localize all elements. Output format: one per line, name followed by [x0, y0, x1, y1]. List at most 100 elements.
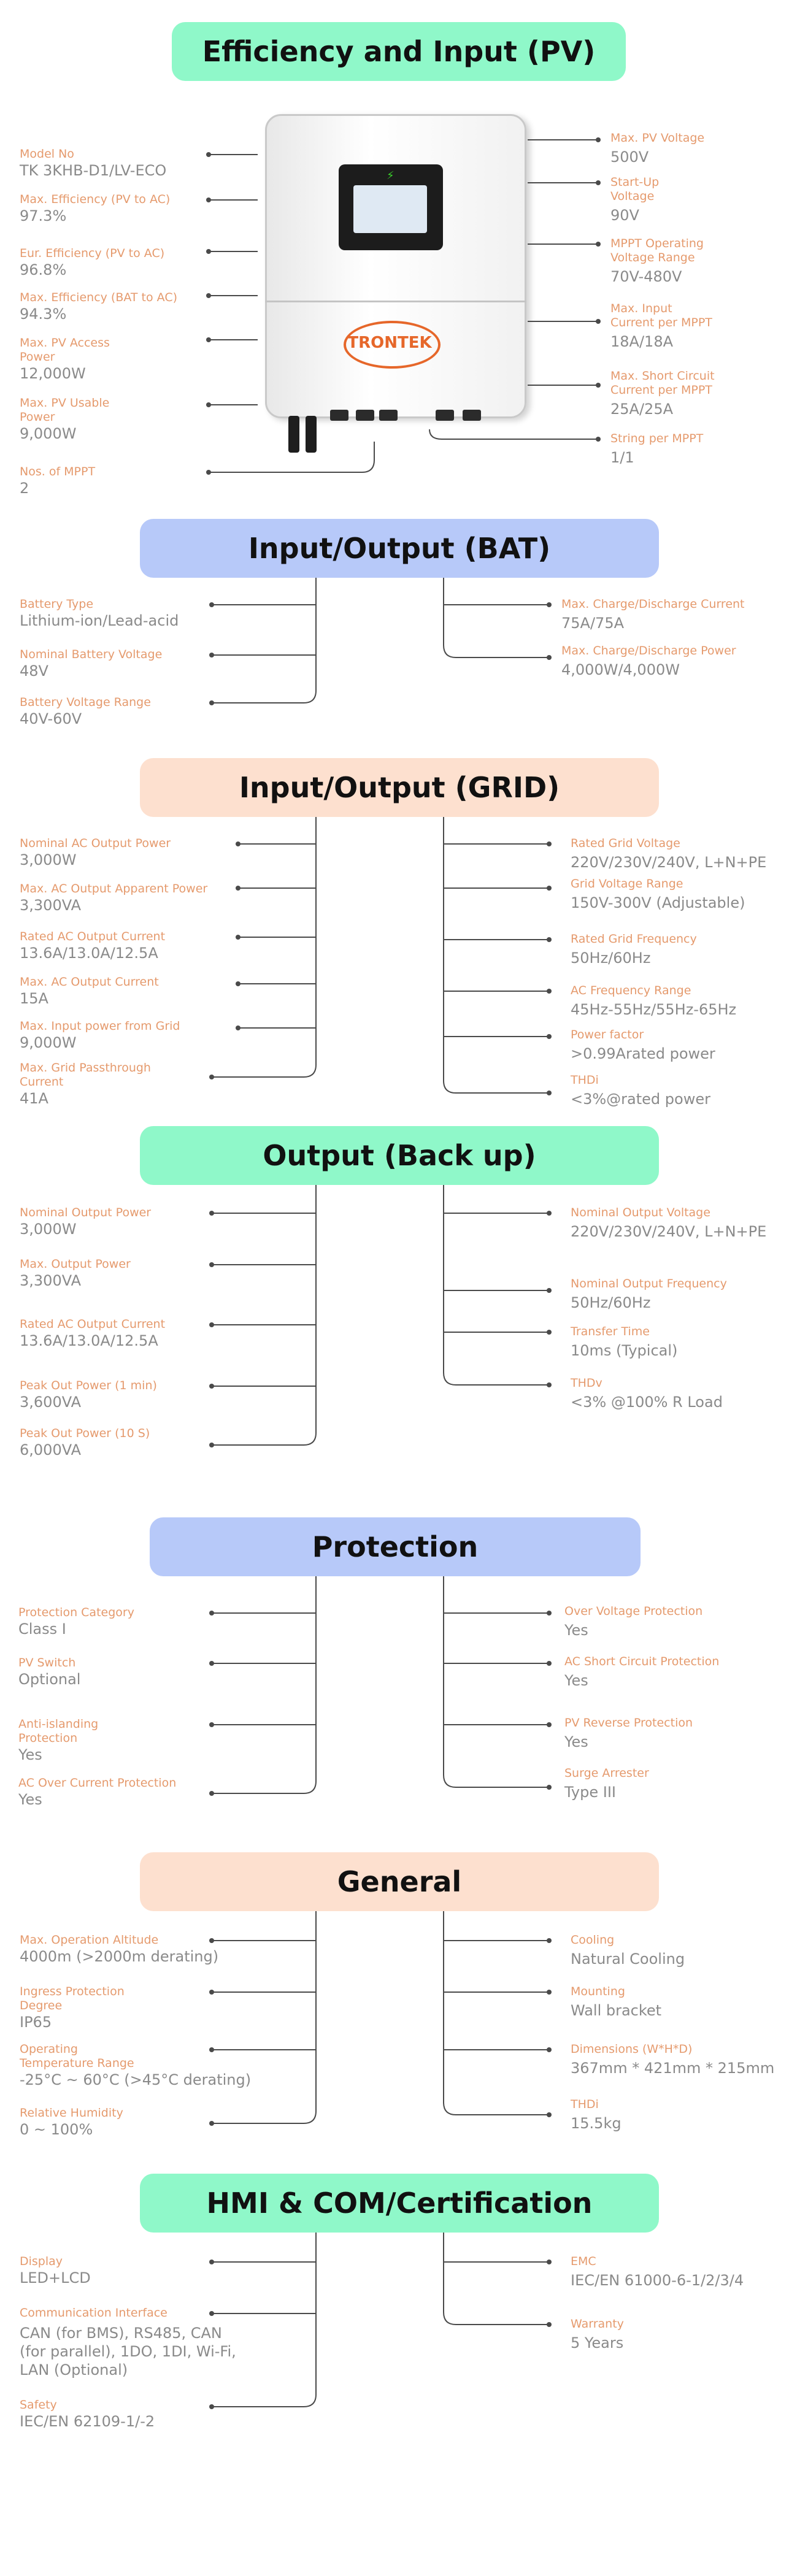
spec-ac-frequency-range: AC Frequency Range 45Hz-55Hz/55Hz-65Hz	[571, 984, 736, 1019]
spec-label: Max. Input Current per MPPT	[610, 302, 712, 329]
spec-value: 50Hz/60Hz	[571, 949, 651, 967]
spec-value: 45Hz-55Hz/55Hz-65Hz	[571, 1001, 737, 1018]
spec-value: 4000m (>2000m derating)	[20, 1948, 219, 1965]
pv-connector	[306, 416, 317, 453]
spec-value: 94.3%	[20, 305, 67, 323]
spec-string-per-mppt: String per MPPT 1/1	[610, 432, 703, 467]
spec-value: CAN (for BMS), RS485, CAN (for parallel)…	[20, 2325, 236, 2379]
spec-cooling: Cooling Natural Cooling	[571, 1933, 685, 1968]
spec-max-output-power: Max. Output Power 3,300VA	[20, 1257, 131, 1290]
spec-value: 1/1	[610, 449, 634, 466]
spec-value: <3%@rated power	[571, 1091, 710, 1108]
spec-label: Peak Out Power (10 S)	[20, 1427, 150, 1440]
spec-value: 5 Years	[571, 2334, 624, 2352]
spec-label: Safety	[20, 2398, 57, 2412]
spec-label: Nominal Battery Voltage	[20, 648, 163, 661]
section-backup: Output (Back up) Nominal Output Power 3,…	[0, 1124, 789, 1479]
spec-battery-voltage-range: Battery Voltage Range 40V-60V	[20, 696, 151, 728]
terminal-gland	[356, 410, 374, 421]
spec-grid-voltage-range: Grid Voltage Range 150V-300V (Adjustable…	[571, 877, 745, 912]
spec-operating-temperature: Operating Temperature Range -25°C ~ 60°C…	[20, 2042, 251, 2089]
spec-label: Max. PV Voltage	[610, 131, 705, 145]
spec-value: 3,300VA	[20, 1272, 82, 1289]
spec-label: THDv	[571, 1376, 602, 1390]
terminal-gland	[436, 410, 454, 421]
spec-label: Operating Temperature Range	[20, 2042, 134, 2070]
spec-label: AC Over Current Protection	[18, 1776, 177, 1790]
spec-label: Max. Short Circuit Current per MPPT	[610, 369, 715, 397]
spec-label: Anti-islanding Protection	[18, 1717, 99, 1745]
spec-label: Peak Out Power (1 min)	[20, 1379, 157, 1392]
spec-label: Grid Voltage Range	[571, 877, 683, 891]
spec-value: 13.6A/13.0A/12.5A	[20, 945, 158, 962]
spec-rated-grid-frequency: Rated Grid Frequency 50Hz/60Hz	[571, 932, 697, 967]
spec-label: Max. AC Output Current	[20, 975, 159, 989]
spec-value: 9,000W	[20, 1034, 77, 1051]
spec-label: Protection Category	[18, 1606, 134, 1619]
spec-label: Battery Type	[20, 597, 94, 611]
spec-max-ac-apparent-power: Max. AC Output Apparent Power 3,300VA	[20, 882, 207, 914]
backup-connector-lines	[209, 1185, 552, 1447]
spec-value: 10ms (Typical)	[571, 1342, 678, 1359]
spec-safety: Safety IEC/EN 62109-1/-2	[20, 2398, 155, 2431]
spec-start-up-voltage: Start-Up Voltage 90V	[610, 175, 659, 224]
spec-value: 3,600VA	[20, 1393, 82, 1411]
spec-value: 97.3%	[20, 207, 67, 224]
trontek-logo-ring	[344, 321, 441, 369]
inverter-panel-divider	[265, 301, 526, 302]
spec-label: Warranty	[571, 2317, 624, 2331]
spec-value: 9,000W	[20, 425, 77, 442]
bat-connector-lines	[209, 578, 552, 705]
spec-label: Max. Input power from Grid	[20, 1019, 180, 1033]
spec-battery-type: Battery Type Lithium-ion/Lead-acid	[20, 597, 179, 630]
spec-max-grid-passthrough: Max. Grid Passthrough Current 41A	[20, 1061, 151, 1108]
spec-value: Type III	[564, 1784, 616, 1801]
spec-label: AC Short Circuit Protection	[564, 1655, 720, 1668]
spec-label: Transfer Time	[571, 1325, 650, 1338]
spec-protection-category: Protection Category Class I	[18, 1606, 134, 1638]
spec-max-pv-access-power: Max. PV Access Power 12,000W	[20, 336, 142, 383]
spec-pv-reverse: PV Reverse Protection Yes	[564, 1716, 693, 1751]
spec-value: Yes	[564, 1622, 588, 1639]
spec-value: 13.6A/13.0A/12.5A	[20, 1332, 158, 1349]
spec-label: Power factor	[571, 1028, 644, 1041]
spec-value: IEC/EN 62109-1/-2	[20, 2413, 155, 2430]
spec-value: Lithium-ion/Lead-acid	[20, 612, 179, 629]
spec-label: Rated AC Output Current	[20, 1317, 166, 1331]
section-hmi: HMI & COM/Certification Display LED+LCD …	[0, 2171, 789, 2441]
spec-label: Nominal Output Power	[20, 1206, 152, 1219]
general-connector-lines	[209, 1911, 552, 2126]
spec-nominal-battery-voltage: Nominal Battery Voltage 48V	[20, 648, 162, 680]
spec-label: Ingress Protection Degree	[20, 1985, 125, 2012]
spec-label: Communication Interface	[20, 2306, 167, 2320]
spec-value: 150V-300V (Adjustable)	[571, 894, 745, 911]
spec-label: Rated AC Output Current	[20, 930, 166, 943]
spec-label: Start-Up Voltage	[610, 175, 660, 203]
spec-nominal-ac-output-power: Nominal AC Output Power 3,000W	[20, 837, 171, 869]
spec-label: Max. PV Access Power	[20, 336, 110, 364]
spec-label: Max. Efficiency (BAT to AC)	[20, 291, 177, 304]
spec-value: IEC/EN 61000-6-1/2/3/4	[571, 2272, 744, 2289]
spec-label: Max. AC Output Apparent Power	[20, 882, 208, 895]
spec-value: 3,300VA	[20, 897, 82, 914]
spec-label: Max. Output Power	[20, 1257, 131, 1271]
terminal-gland	[330, 410, 348, 421]
spec-value: Wall bracket	[571, 2002, 662, 2019]
section-pv: Efficiency and Input (PV) ⚡ TRONTEK	[0, 0, 789, 509]
spec-label: Over Voltage Protection	[564, 1604, 703, 1618]
spec-value: 367mm * 421mm * 215mm	[571, 2060, 775, 2077]
spec-label: Model No	[20, 147, 74, 161]
spec-dimensions: Dimensions (W*H*D) 367mm * 421mm * 215mm	[571, 2042, 774, 2077]
spec-label: Nominal AC Output Power	[20, 837, 171, 850]
spec-max-short-circuit: Max. Short Circuit Current per MPPT 25A/…	[610, 369, 715, 418]
spec-value: LED+LCD	[20, 2269, 91, 2287]
section-title-general: General	[140, 1852, 659, 1911]
spec-label: EMC	[571, 2255, 596, 2268]
spec-emc: EMC IEC/EN 61000-6-1/2/3/4	[571, 2255, 744, 2290]
spec-label: Surge Arrester	[564, 1766, 649, 1780]
grid-connector-lines	[209, 817, 552, 1095]
spec-communication-interface: Communication Interface CAN (for BMS), R…	[20, 2306, 265, 2379]
spec-value: 18A/18A	[610, 333, 673, 350]
spec-label: Display	[20, 2255, 63, 2268]
spec-value: 220V/230V/240V, L+N+PE	[571, 1223, 767, 1240]
